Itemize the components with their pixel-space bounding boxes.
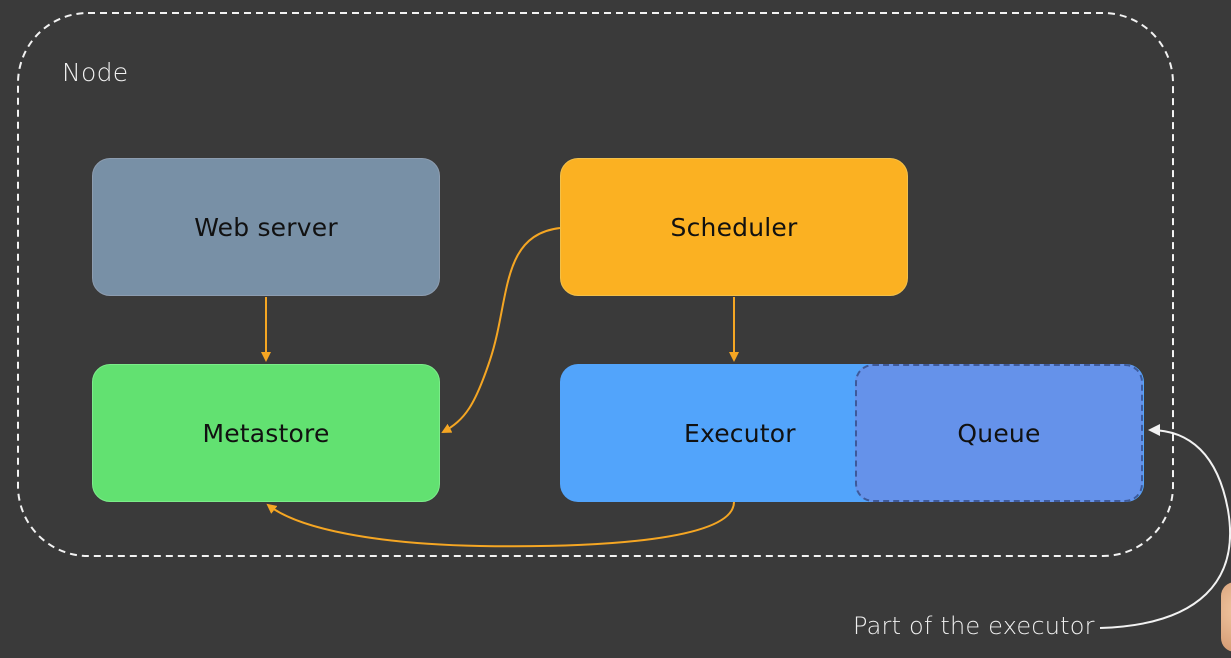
node-label: Node (62, 58, 129, 87)
node-container (17, 12, 1174, 557)
metastore-label: Metastore (202, 418, 330, 448)
queue-label: Queue (957, 418, 1041, 448)
queue-box[interactable]: Queue (855, 364, 1143, 502)
scheduler-label: Scheduler (670, 212, 798, 242)
webserver-box[interactable]: Web server (92, 158, 440, 296)
presenter-hand-icon (1221, 582, 1231, 652)
webserver-label: Web server (194, 212, 338, 242)
annotation-text: Part of the executor (853, 612, 1095, 640)
edge-executor-metastore (266, 501, 735, 548)
edge-scheduler-metastore (441, 227, 561, 433)
annotation-arrow (1099, 424, 1231, 629)
scheduler-box[interactable]: Scheduler (560, 158, 908, 296)
executor-label: Executor (684, 418, 796, 448)
metastore-box[interactable]: Metastore (92, 364, 440, 502)
